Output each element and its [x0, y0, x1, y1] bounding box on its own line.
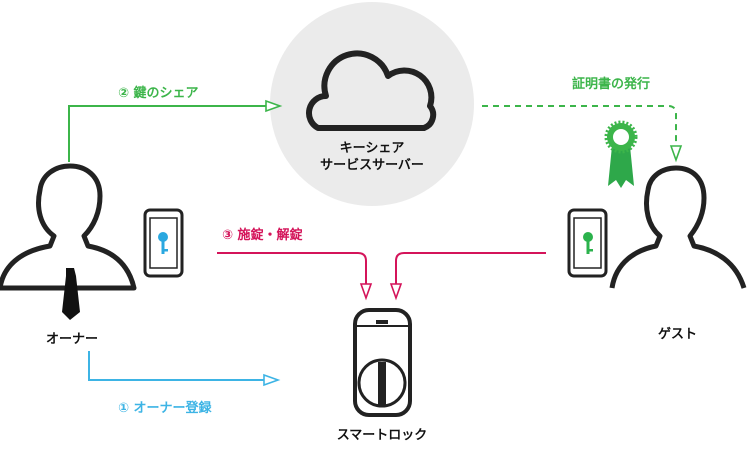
- lock-flow-label: ③ 施錠・解錠: [222, 228, 303, 243]
- server-circle: [270, 2, 474, 206]
- guest-label: ゲスト: [658, 327, 698, 342]
- lock-arrow-guest: [389, 252, 546, 301]
- share-arrow: [68, 99, 283, 162]
- guest-phone-icon: [567, 208, 608, 278]
- guest-key-icon: [583, 232, 593, 254]
- owner-figure: [0, 163, 137, 320]
- lock-arrowhead-guest: [389, 283, 403, 301]
- cert-flow-label: 証明書の発行: [572, 77, 651, 92]
- owner-label: オーナー: [46, 332, 99, 347]
- owner-key-icon: [158, 232, 168, 254]
- share-arrowhead: [265, 99, 283, 113]
- owner-phone-icon: [143, 208, 184, 278]
- cloud-icon: [306, 50, 437, 131]
- cert-arrow: [482, 105, 683, 163]
- cert-arrowhead: [669, 145, 683, 163]
- register-flow-label: ① オーナー登録: [118, 401, 212, 416]
- guest-figure: [609, 165, 747, 289]
- share-line: [68, 105, 276, 162]
- share-flow-label: ② 鍵のシェア: [118, 86, 199, 101]
- owner-tie: [62, 268, 80, 320]
- cert-line: [482, 105, 677, 148]
- smart-lock-icon: [353, 308, 412, 417]
- register-arrowhead: [263, 373, 281, 387]
- server-label-line1: キーシェア: [339, 141, 405, 156]
- lock-label: スマートロック: [336, 428, 428, 443]
- lock-arrowhead-owner: [359, 283, 373, 301]
- server-label: キーシェア サービスサーバー: [302, 140, 442, 174]
- register-arrow: [88, 351, 281, 387]
- lock-arrow-owner: [217, 252, 373, 301]
- server-label-line2: サービスサーバー: [320, 158, 424, 173]
- award-ribbon-icon: [604, 120, 638, 188]
